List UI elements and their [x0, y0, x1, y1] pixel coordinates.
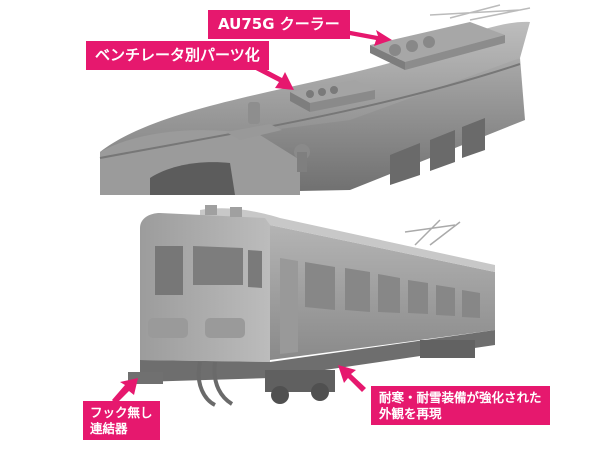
callout-cooler-text: AU75G クーラー	[218, 15, 340, 33]
callout-ventilator-text: ベンチレータ別パーツ化	[95, 46, 260, 64]
callout-coupler-line1: フック無し	[90, 405, 153, 420]
callout-coupler-line2: 連結器	[90, 420, 128, 436]
callout-snow-line1: 耐寒・耐雪装備が強化された	[379, 390, 542, 405]
callout-coupler: フック無し 連結器	[83, 401, 160, 441]
train-render	[128, 205, 495, 407]
callout-ventilator: ベンチレータ別パーツ化	[86, 41, 269, 70]
callout-snow-equipment: 耐寒・耐雪装備が強化された 外観を再現	[371, 386, 550, 426]
arrow-coupler	[112, 378, 138, 404]
arrow-snow	[338, 365, 366, 392]
roof-closeup-render	[99, 4, 531, 195]
callout-cooler: AU75G クーラー	[208, 10, 350, 39]
callout-snow-line2: 外観を再現	[379, 405, 442, 421]
